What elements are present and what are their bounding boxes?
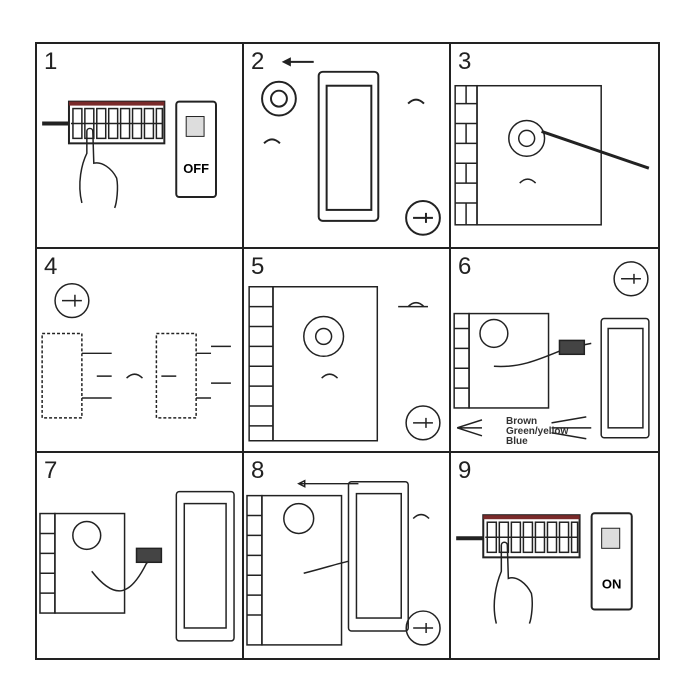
step-4-panel: 4	[37, 248, 244, 454]
step-number: 4	[44, 252, 58, 280]
drill-and-plug-illustration	[41, 282, 231, 419]
fix-mount-plate-illustration	[248, 285, 441, 442]
off-label: OFF	[183, 161, 209, 176]
installation-steps-grid: 1 OFF 2	[35, 42, 660, 660]
connect-lamp-illustration	[39, 491, 235, 642]
remove-mount-plate-illustration	[261, 57, 441, 236]
step-number: 6	[458, 252, 472, 280]
step-number: 8	[251, 457, 265, 485]
wiring-illustration	[453, 260, 650, 440]
step-number: 2	[251, 48, 265, 75]
mount-lamp-illustration	[246, 479, 441, 646]
step-number: 1	[44, 48, 58, 75]
breaker-off-illustration: OFF	[42, 100, 217, 209]
wire-label-blue: Blue	[506, 435, 528, 447]
wire-label-green-yellow: Green/yellow	[506, 425, 569, 437]
step-6-panel: 6 Brown Green/yellow Blue	[451, 249, 658, 454]
breaker-on-illustration: ON	[456, 512, 633, 625]
step-2-panel: 2	[244, 44, 451, 249]
step-number: 9	[458, 457, 472, 485]
step-1-panel: 1 OFF	[37, 44, 244, 249]
step-number: 7	[44, 457, 58, 485]
step-8-panel: 8	[244, 453, 451, 658]
mark-holes-illustration	[454, 84, 650, 226]
step-7-panel: 7	[37, 453, 244, 658]
step-5-panel: 5	[244, 248, 451, 454]
wire-label-brown: Brown	[506, 415, 538, 427]
step-3-panel: 3	[451, 44, 658, 249]
on-label: ON	[602, 577, 622, 592]
step-number: 5	[251, 252, 265, 280]
step-number: 3	[458, 48, 472, 75]
step-9-panel: 9 ON	[451, 453, 658, 658]
